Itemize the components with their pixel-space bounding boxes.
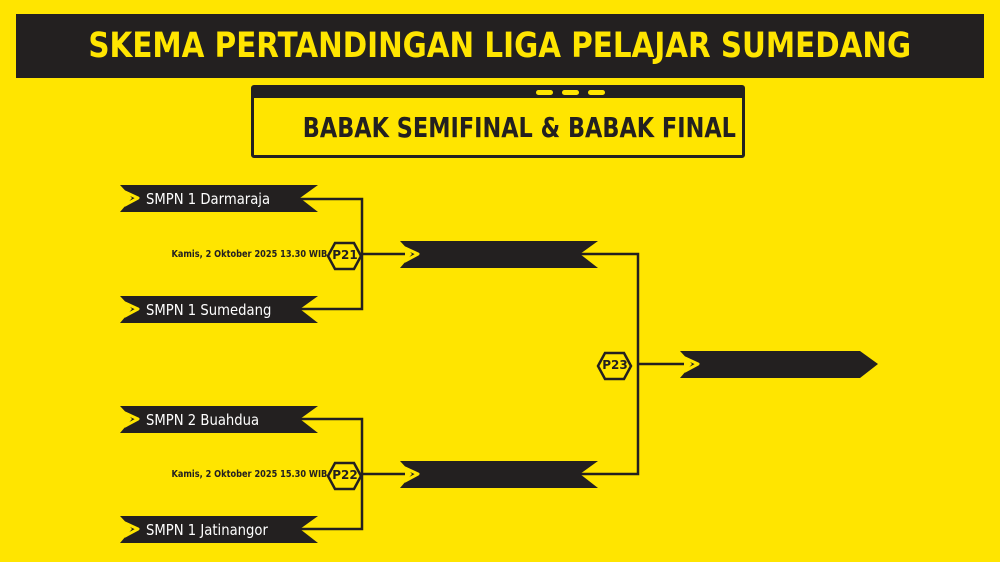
- chevron-right-icon: [123, 521, 140, 538]
- team-name-smpn1-sumedang: SMPN 1 Sumedang: [146, 301, 272, 319]
- match-code-p21: P21: [332, 248, 358, 262]
- team-name-smpn1-jatinangor: SMPN 1 Jatinangor: [146, 521, 268, 539]
- chevron-right-icon: [683, 356, 700, 373]
- strip-dot: [588, 90, 605, 95]
- team-banner-jatinangor: [120, 516, 318, 543]
- team-banner-darmaraja: [120, 185, 318, 212]
- chevron-right-icon: [403, 466, 420, 483]
- match-badge-p21: [326, 241, 363, 271]
- team-banner-sumedang: [120, 296, 318, 323]
- match-code-p23: P23: [602, 358, 628, 372]
- strip-dot: [536, 90, 553, 95]
- match-badge-p23: [596, 351, 633, 381]
- schedule-sf2: Kamis, 2 Oktober 2025 15.30 WIB: [171, 469, 328, 480]
- chevron-right-icon: [123, 411, 140, 428]
- winner-banner-sf1: [400, 241, 598, 268]
- title-bar: SKEMA PERTANDINGAN LIGA PELAJAR SUMEDANG: [16, 14, 984, 78]
- team-name-smpn1-darmaraja: SMPN 1 Darmaraja: [146, 190, 271, 208]
- match-badge-p22: [326, 461, 363, 491]
- round-title-box: BABAK SEMIFINAL & BABAK FINAL: [251, 85, 745, 158]
- strip-dot: [562, 90, 579, 95]
- chevron-right-icon: [123, 190, 140, 207]
- page-title: SKEMA PERTANDINGAN LIGA PELAJAR SUMEDANG: [88, 26, 912, 66]
- champion-banner: [680, 351, 878, 378]
- chevron-right-icon: [403, 246, 420, 263]
- schedule-sf1: Kamis, 2 Oktober 2025 13.30 WIB: [171, 249, 328, 260]
- chevron-right-icon: [123, 301, 140, 318]
- team-name-smpn2-buahdua: SMPN 2 Buahdua: [146, 411, 260, 429]
- winner-banner-sf2: [400, 461, 598, 488]
- round-title-strip: [254, 88, 742, 98]
- round-title: BABAK SEMIFINAL & BABAK FINAL: [302, 111, 736, 144]
- team-banner-buahdua: [120, 406, 318, 433]
- match-code-p22: P22: [332, 468, 358, 482]
